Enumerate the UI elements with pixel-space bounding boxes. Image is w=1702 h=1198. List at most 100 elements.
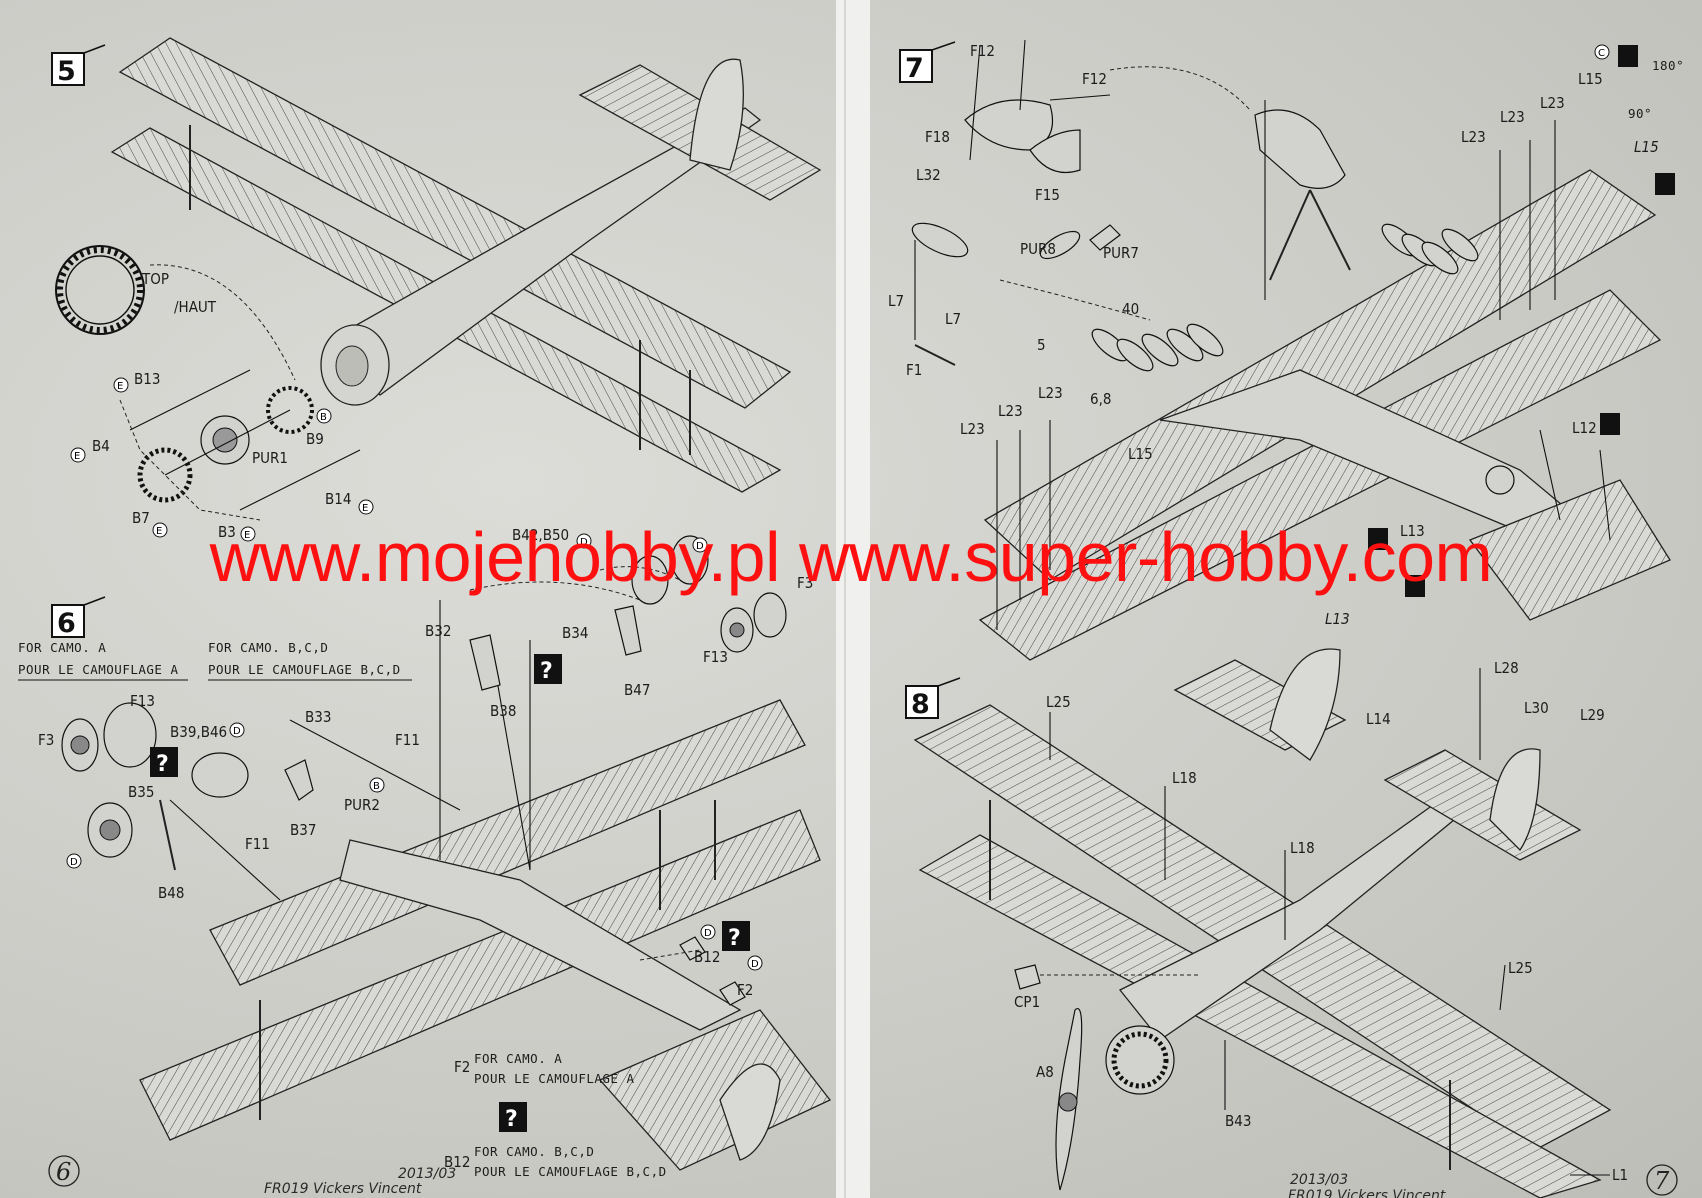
svg-text:F18: F18 (925, 128, 950, 146)
svg-text:L15: L15 (1578, 70, 1603, 88)
step5-engine (129, 369, 361, 511)
svg-text:L23: L23 (1461, 128, 1486, 146)
svg-text:B33: B33 (305, 708, 331, 726)
step7-pilot-figure (1485, 465, 1515, 495)
svg-text:F2: F2 (454, 1058, 470, 1076)
svg-text:L7: L7 (945, 310, 961, 328)
label-b7: B7 (132, 509, 150, 527)
svg-text:E: E (74, 451, 80, 462)
svg-text:L23: L23 (1038, 384, 1063, 402)
svg-text:6: 6 (56, 1158, 71, 1186)
svg-text:L7: L7 (888, 292, 904, 310)
step7-fairing (964, 99, 1054, 151)
svg-text:B35: B35 (128, 783, 154, 801)
svg-text:L30: L30 (1524, 699, 1549, 717)
svg-text:E: E (117, 381, 123, 392)
step6-wheel-parts (61, 535, 787, 858)
svg-text:L23: L23 (1540, 94, 1565, 112)
paint-callout-c-icon: C (1594, 44, 1610, 60)
step-7-airplane (911, 39, 1675, 661)
svg-text:E: E (156, 526, 162, 537)
camo-bcd-line1: FOR CAMO. B,C,D (208, 640, 328, 655)
svg-text:5: 5 (1037, 336, 1046, 354)
step7-flip-icon-1 (1618, 45, 1638, 67)
svg-text:POUR LE CAMOUFLAGE B,C,D: POUR LE CAMOUFLAGE B,C,D (474, 1164, 667, 1179)
svg-text:B12: B12 (444, 1153, 470, 1171)
svg-text:F11: F11 (395, 731, 420, 749)
paint-callout-d-icon: D (692, 537, 708, 553)
step5-labels: TOP /HAUT B13 B4 B9 PUR1 B7 B14 B3 (92, 270, 351, 541)
label-b3: B3 (218, 523, 236, 541)
label-pur1: PUR1 (252, 449, 288, 467)
svg-text:D: D (580, 537, 588, 548)
svg-text:F3: F3 (797, 574, 813, 592)
svg-text:7: 7 (1654, 1167, 1670, 1195)
step-5-airplane (55, 37, 822, 521)
svg-text:6,8: 6,8 (1090, 390, 1111, 408)
page-number-left: 6 (48, 1155, 80, 1187)
label-haut: /HAUT (174, 298, 217, 316)
step-badge-5: 5 (51, 44, 106, 87)
svg-text:B34: B34 (562, 624, 588, 642)
paint-callout-d-icon: D (747, 955, 763, 971)
step5-fin (689, 58, 744, 171)
svg-text:D: D (233, 726, 241, 737)
question-mark-icon: ? (534, 654, 562, 684)
svg-text:B43: B43 (1225, 1112, 1251, 1130)
svg-text:CP1: CP1 (1014, 993, 1040, 1011)
svg-text:E: E (244, 530, 250, 541)
svg-text:D: D (704, 928, 712, 939)
step7-flip-icon-4 (1368, 528, 1388, 550)
step5-cowling-ring (55, 245, 145, 335)
label-b13: B13 (134, 370, 160, 388)
step6-fuselage (339, 839, 742, 1031)
step6-camo-notes: FOR CAMO. A POUR LE CAMOUFLAGE A FOR CAM… (18, 640, 412, 681)
svg-text:L1: L1 (1612, 1166, 1628, 1184)
svg-text:90°: 90° (1628, 106, 1652, 121)
step-8-airplane (913, 648, 1612, 1198)
step-badge-8: 8 (905, 677, 961, 720)
camo-bcd-line2: POUR LE CAMOUFLAGE B,C,D (208, 662, 401, 677)
svg-text:?: ? (156, 752, 169, 777)
svg-text:B48: B48 (158, 884, 184, 902)
step7-flip-icon-2 (1655, 173, 1675, 195)
svg-text:F11: F11 (245, 835, 270, 853)
paint-callout-e-icon: E (113, 377, 129, 393)
svg-text:D: D (696, 541, 704, 552)
paint-callout-b-icon: B (369, 777, 385, 793)
svg-text:6: 6 (57, 608, 76, 639)
step7-bombs-upper (1381, 223, 1479, 275)
step7-flip-icon-3 (1600, 413, 1620, 435)
svg-text:E: E (362, 503, 368, 514)
svg-text:F12: F12 (970, 42, 995, 60)
svg-text:B38: B38 (490, 702, 516, 720)
svg-text:L18: L18 (1172, 769, 1197, 787)
svg-text:B: B (373, 781, 380, 792)
svg-text:POUR LE CAMOUFLAGE A: POUR LE CAMOUFLAGE A (474, 1071, 635, 1086)
step6-labels: F13 F3 B39,B46 B33 F11 B35 F11 B48 B37 P… (38, 526, 813, 999)
svg-text:L13: L13 (1400, 522, 1425, 540)
svg-text:A8: A8 (1036, 1063, 1054, 1081)
svg-text:L14: L14 (1366, 710, 1391, 728)
step5-fuselage (328, 107, 762, 396)
paint-callout-d-icon: D (576, 533, 592, 549)
paint-callout-e-icon: E (152, 522, 168, 538)
step6-b12-note: B12 FOR CAMO. B,C,D POUR LE CAMOUFLAGE B… (444, 1144, 667, 1179)
svg-text:F12: F12 (1082, 70, 1107, 88)
svg-text:F15: F15 (1035, 186, 1060, 204)
svg-text:40: 40 (1122, 300, 1139, 318)
svg-text:PUR2: PUR2 (344, 796, 380, 814)
svg-text:F3: F3 (38, 731, 54, 749)
footer-right-date: 2013/03 (1290, 1172, 1348, 1188)
svg-text:L12: L12 (1572, 419, 1597, 437)
page-number-right: 7 (1646, 1164, 1678, 1196)
step7-fuel-tank (1254, 100, 1351, 300)
label-b9: B9 (306, 430, 324, 448)
svg-text:L13: L13 (1325, 610, 1350, 628)
svg-text:B32: B32 (425, 622, 451, 640)
svg-text:L23: L23 (1500, 108, 1525, 126)
paint-callout-e-icon: E (358, 499, 374, 515)
svg-text:F2: F2 (737, 981, 753, 999)
svg-text:L32: L32 (916, 166, 941, 184)
